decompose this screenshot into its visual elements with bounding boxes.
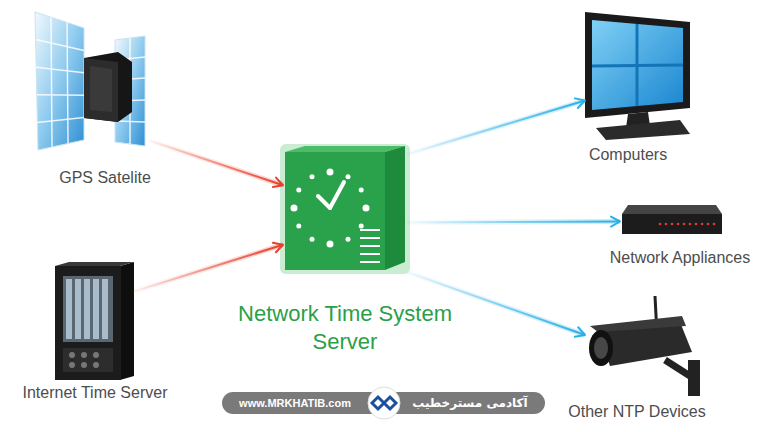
- arrow-glow: [407, 101, 585, 155]
- time-server-illustration: [280, 144, 410, 274]
- arrow-glow: [150, 141, 283, 185]
- network-appliance-illustration: [622, 205, 722, 234]
- camera-illustration: [589, 296, 700, 396]
- signal-arrow: [150, 141, 283, 187]
- watermark-bar: [222, 387, 545, 419]
- arrow-head: [575, 327, 585, 336]
- arrow-glow: [132, 245, 283, 292]
- device-node: Network Appliances: [620, 205, 722, 238]
- computer-illustration: [585, 12, 690, 140]
- device-label: Computers: [558, 145, 698, 165]
- device-label: Network Appliances: [600, 248, 760, 268]
- arrow-line: [407, 101, 585, 155]
- device-node: GPS Satelite: [35, 12, 150, 152]
- device-node: Other NTP Devices: [585, 295, 705, 395]
- internet-time-server-illustration: [55, 262, 134, 380]
- watermark-text: www.MRKHATIB.com: [230, 396, 360, 410]
- arrow-head: [273, 243, 283, 253]
- arrow-head: [575, 98, 585, 108]
- arrow-glow: [407, 219, 620, 225]
- device-label: Network Time System Server: [220, 300, 470, 356]
- device-node: Network Time System Server: [283, 148, 407, 272]
- arrow-line: [150, 141, 283, 185]
- arrow-glow: [407, 272, 585, 335]
- arrow-line: [407, 272, 585, 335]
- watermark-text: آکادمی مسترخطیب: [405, 394, 535, 412]
- device-node: Computers: [585, 12, 690, 135]
- signal-arrow: [407, 98, 585, 154]
- signal-arrow: [132, 243, 283, 293]
- gps-satellite-illustration: [35, 12, 145, 150]
- arrow-line: [132, 245, 283, 292]
- arrow-line: [407, 221, 620, 224]
- arrow-head: [273, 178, 283, 187]
- signal-arrow: [407, 272, 585, 337]
- device-node: Internet Time Server: [55, 262, 132, 378]
- device-label: Internet Time Server: [5, 383, 185, 403]
- device-label: GPS Satelite: [25, 168, 185, 188]
- signal-arrow: [407, 217, 620, 227]
- device-label: Other NTP Devices: [557, 402, 717, 422]
- arrow-head: [611, 217, 620, 227]
